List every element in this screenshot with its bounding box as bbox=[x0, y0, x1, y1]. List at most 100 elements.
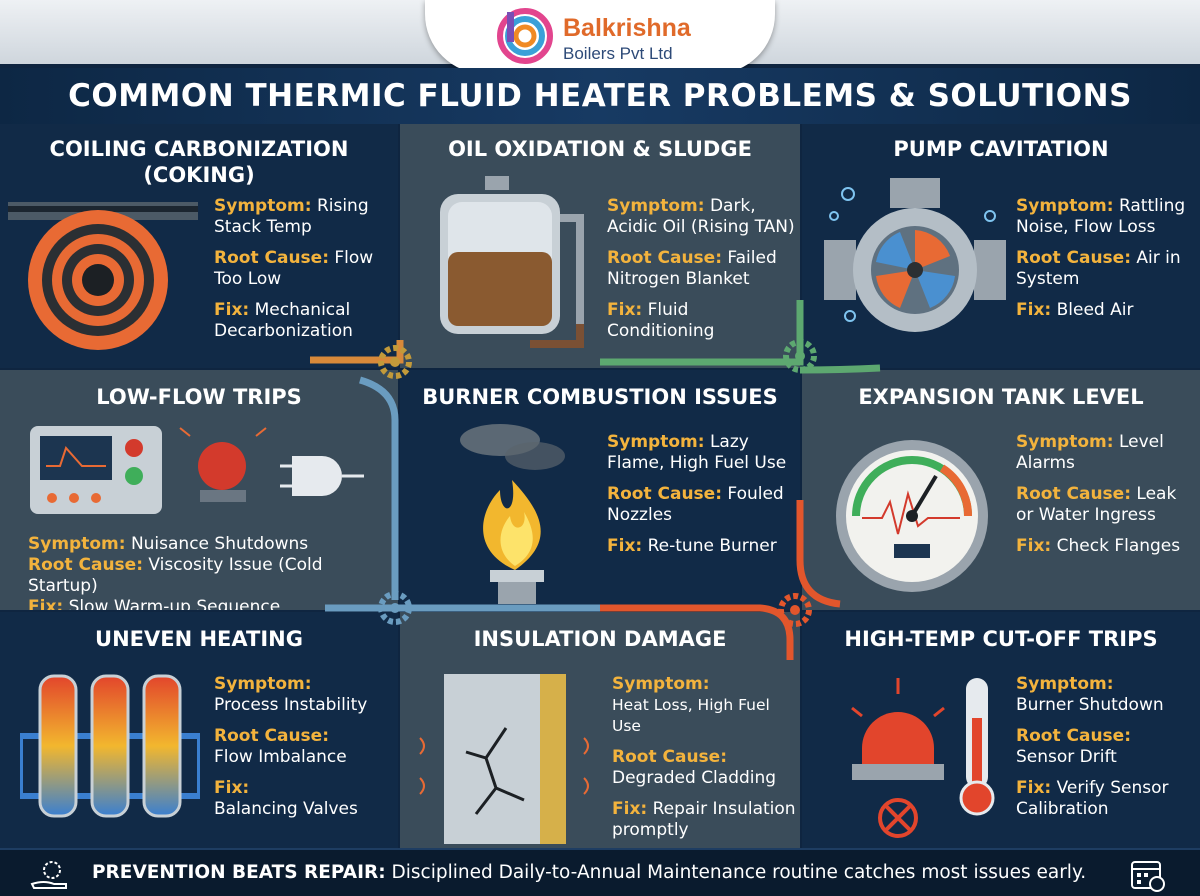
panel-title: COILING CARBONIZATION (COKING) bbox=[49, 137, 349, 187]
panel-text: Symptom: Lazy Flame, High Fuel Use Root … bbox=[607, 432, 797, 567]
panel-expansion-tank: EXPANSION TANK LEVEL Symptom: Level Alar… bbox=[802, 370, 1200, 610]
panel-high-temp: HIGH-TEMP CUT-OFF TRIPS Symptom:Burner S… bbox=[802, 612, 1200, 848]
cause-text: Degraded Cladding bbox=[612, 768, 777, 788]
page-title: COMMON THERMIC FLUID HEATER PROBLEMS & S… bbox=[68, 78, 1132, 114]
panel-low-flow: LOW-FLOW TRIPS Symptom: Nuisance Shutdow… bbox=[0, 370, 398, 610]
gear-hand-icon bbox=[30, 861, 67, 889]
panel-title: PUMP CAVITATION bbox=[893, 137, 1109, 161]
cause-label: Root Cause: bbox=[612, 747, 727, 767]
panel-text: Symptom: Dark, Acidic Oil (Rising TAN) R… bbox=[607, 196, 797, 352]
panel-text: Symptom:Heat Loss, High Fuel Use Root Ca… bbox=[612, 674, 798, 848]
symptom-text: Heat Loss, High Fuel Use bbox=[612, 696, 770, 735]
balkrishna-logo-icon bbox=[497, 8, 553, 64]
flame-icon bbox=[460, 424, 565, 604]
panel-title: EXPANSION TANK LEVEL bbox=[858, 385, 1144, 409]
fix-text: Mechanical Decarbonization bbox=[214, 300, 353, 341]
panel-text: Symptom: Rising Stack Temp Root Cause: F… bbox=[214, 196, 394, 352]
fix-label: Fix: bbox=[214, 778, 250, 798]
fix-label: Fix: bbox=[607, 536, 643, 556]
fix-text: Fluid Conditioning bbox=[607, 300, 715, 341]
control-panel-icon bbox=[30, 426, 364, 514]
fix-text: Re-tune Burner bbox=[647, 536, 777, 556]
gear-icon bbox=[783, 339, 817, 373]
panel-uneven-heating: UNEVEN HEATING Symptom:Process Instabili… bbox=[0, 612, 398, 848]
fix-label: Fix: bbox=[1016, 536, 1052, 556]
cause-label: Root Cause: bbox=[28, 555, 143, 575]
symptom-label: Symptom: bbox=[1016, 432, 1114, 452]
fix-text: Repair Insulation promptly bbox=[612, 799, 796, 840]
fix-label: Fix: bbox=[28, 597, 64, 610]
fix-text: Balancing Valves bbox=[214, 799, 358, 819]
symptom-text: Rattling Noise, Flow Loss bbox=[1016, 196, 1186, 237]
cause-text: Flow Too Low bbox=[214, 248, 374, 289]
footer-lead: PREVENTION BEATS REPAIR: bbox=[92, 862, 386, 883]
fix-text: Slow Warm-up Sequence bbox=[68, 597, 281, 610]
gear-icon bbox=[778, 593, 812, 627]
cause-text: Air in System bbox=[1016, 248, 1181, 289]
symptom-text: Lazy Flame, High Fuel Use bbox=[607, 432, 787, 473]
panel-title: UNEVEN HEATING bbox=[95, 627, 303, 651]
title-bar: COMMON THERMIC FLUID HEATER PROBLEMS & S… bbox=[0, 68, 1200, 124]
fix-text: Verify Sensor Calibration bbox=[1016, 778, 1169, 819]
gauge-icon bbox=[836, 440, 988, 592]
symptom-text: Dark, Acidic Oil (Rising TAN) bbox=[607, 196, 795, 237]
footer-message: PREVENTION BEATS REPAIR: Disciplined Dai… bbox=[92, 862, 1086, 883]
alarm-thermometer-icon bbox=[851, 678, 995, 838]
coil-icon bbox=[8, 202, 198, 350]
panel-text: Symptom: Nuisance Shutdowns Root Cause: … bbox=[28, 534, 396, 610]
pump-icon bbox=[824, 178, 1006, 332]
cause-text: Fouled Nozzles bbox=[607, 484, 784, 525]
fix-text: Check Flanges bbox=[1056, 536, 1181, 556]
symptom-label: Symptom: bbox=[607, 432, 705, 452]
heater-tubes-icon bbox=[20, 674, 200, 818]
cause-label: Root Cause: bbox=[1016, 484, 1131, 504]
symptom-text: Nuisance Shutdowns bbox=[130, 534, 309, 554]
fix-label: Fix: bbox=[1016, 300, 1052, 320]
brand-logo[interactable]: Balkrishna Boilers Pvt Ltd bbox=[425, 0, 775, 74]
footer-text: Disciplined Daily-to-Annual Maintenance … bbox=[385, 862, 1087, 883]
panel-text: Symptom: Rattling Noise, Flow Loss Root … bbox=[1016, 196, 1196, 331]
panel-title: LOW-FLOW TRIPS bbox=[96, 385, 302, 409]
fix-label: Fix: bbox=[612, 799, 648, 819]
panel-title: INSULATION DAMAGE bbox=[473, 627, 727, 651]
symptom-text: Rising Stack Temp bbox=[214, 196, 369, 237]
cracked-wall-icon bbox=[419, 674, 589, 844]
symptom-label: Symptom: bbox=[1016, 196, 1114, 216]
cause-label: Root Cause: bbox=[214, 248, 329, 268]
panel-title: OIL OXIDATION & SLUDGE bbox=[448, 137, 752, 161]
fix-text: Bleed Air bbox=[1056, 300, 1134, 320]
panel-text: Symptom: Level Alarms Root Cause: Leak o… bbox=[1016, 432, 1196, 567]
panel-insulation: INSULATION DAMAGE Symptom:Heat Loss, Hig… bbox=[400, 612, 800, 848]
panel-text: Symptom:Burner Shutdown Root Cause:Senso… bbox=[1016, 674, 1196, 830]
symptom-label: Symptom: bbox=[214, 674, 312, 694]
panel-text: Symptom:Process Instability Root Cause:F… bbox=[214, 674, 394, 830]
brand-subtitle: Boilers Pvt Ltd bbox=[563, 44, 673, 63]
footer-bar: PREVENTION BEATS REPAIR: Disciplined Dai… bbox=[0, 848, 1200, 896]
cause-text: Leak or Water Ingress bbox=[1016, 484, 1177, 525]
brand-name: Balkrishna bbox=[563, 14, 691, 42]
fix-label: Fix: bbox=[607, 300, 643, 320]
cause-label: Root Cause: bbox=[1016, 248, 1131, 268]
fix-label: Fix: bbox=[1016, 778, 1052, 798]
symptom-label: Symptom: bbox=[28, 534, 126, 554]
symptom-label: Symptom: bbox=[214, 196, 312, 216]
symptom-label: Symptom: bbox=[612, 674, 710, 694]
panel-title: BURNER COMBUSTION ISSUES bbox=[422, 385, 778, 409]
gear-icon bbox=[378, 591, 412, 625]
panel-coking: COILING CARBONIZATION (COKING) Symptom: … bbox=[0, 124, 398, 368]
panel-cavitation: PUMP CAVITATION Symptom: Rattling Noise,… bbox=[802, 124, 1200, 368]
cause-text: Flow Imbalance bbox=[214, 747, 347, 767]
panel-oxidation: OIL OXIDATION & SLUDGE Symptom: Dark, Ac… bbox=[400, 124, 800, 368]
fix-label: Fix: bbox=[214, 300, 250, 320]
tank-icon bbox=[440, 176, 584, 348]
cause-label: Root Cause: bbox=[607, 484, 722, 504]
cause-text: Viscosity Issue (Cold Startup) bbox=[28, 555, 323, 596]
symptom-label: Symptom: bbox=[1016, 674, 1114, 694]
symptom-text: Process Instability bbox=[214, 695, 368, 715]
cause-label: Root Cause: bbox=[607, 248, 722, 268]
calendar-icon bbox=[1131, 861, 1165, 892]
symptom-label: Symptom: bbox=[607, 196, 705, 216]
cause-label: Root Cause: bbox=[1016, 726, 1131, 746]
cause-text: Failed Nitrogen Blanket bbox=[607, 248, 777, 289]
